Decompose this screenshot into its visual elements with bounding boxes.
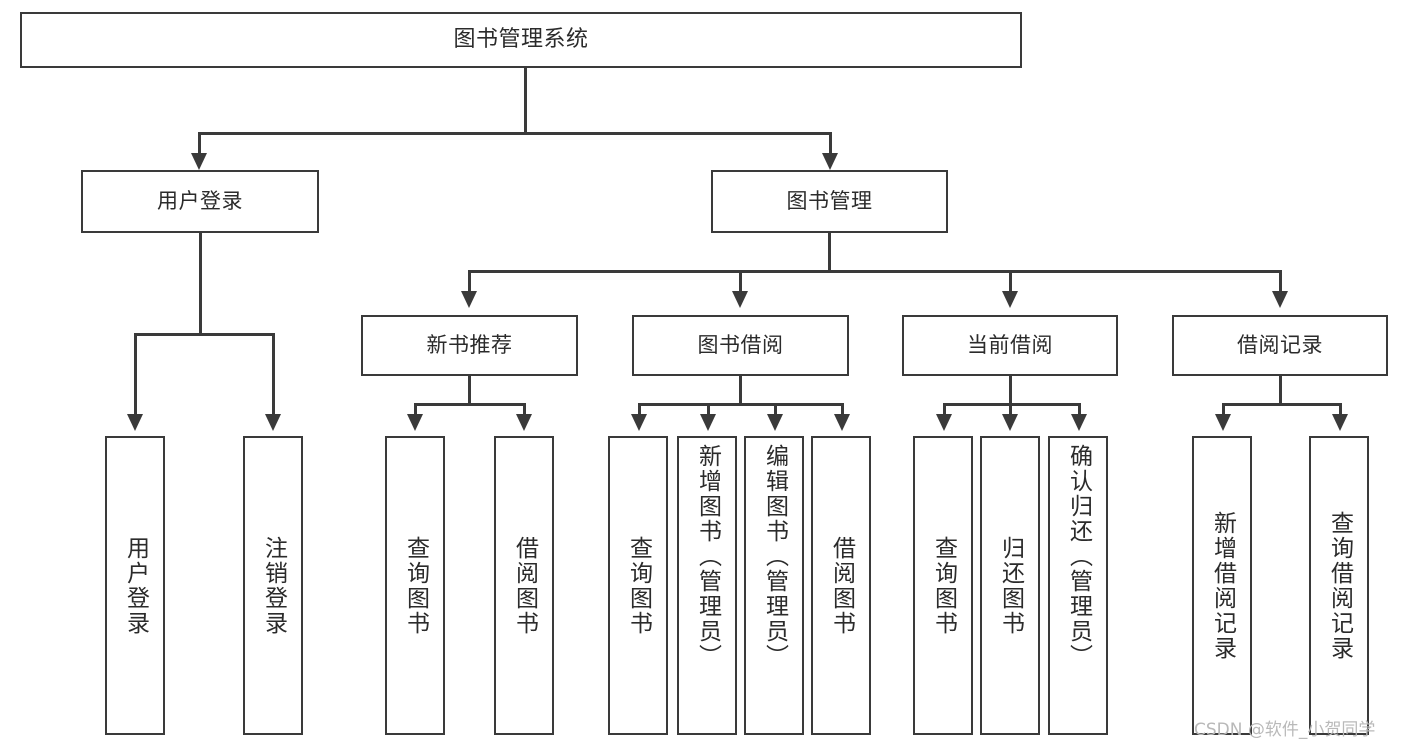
- leaf-bb-borrow-book[interactable]: 借阅图书: [811, 436, 871, 735]
- node-root-book-management-system[interactable]: 图书管理系统: [20, 12, 1022, 68]
- node-current-borrow[interactable]: 当前借阅: [902, 315, 1118, 376]
- node-label: 查询借阅记录: [1326, 510, 1353, 661]
- arrowhead-cb-leaf-2: [1002, 414, 1018, 431]
- arrowhead-bm-to-borrow-record: [1272, 291, 1288, 308]
- connector-br-bus: [1222, 403, 1340, 406]
- connector-bb-bus: [638, 403, 843, 406]
- node-label: 新增图书（管理员）: [694, 444, 721, 669]
- arrowhead-nbr-leaf-1: [407, 414, 423, 431]
- node-label: 借阅记录: [1237, 333, 1323, 358]
- arrowhead-cb-leaf-3: [1071, 414, 1087, 431]
- connector-root-to-book-management: [829, 132, 832, 156]
- node-label: 查询图书: [625, 535, 652, 636]
- node-label: 图书管理: [786, 189, 873, 214]
- leaf-cb-query-book[interactable]: 查询图书: [913, 436, 973, 735]
- connector-nbr-bus: [414, 403, 524, 406]
- arrowhead-root-to-book-management: [822, 153, 838, 170]
- connector-nbr-stem: [468, 376, 471, 405]
- connector-user-login-bus: [134, 333, 274, 336]
- connector-root-to-user-login: [198, 132, 201, 156]
- leaf-cb-confirm-return-admin[interactable]: 确认归还（管理员）: [1048, 436, 1108, 735]
- connector-cb-stem: [1009, 376, 1012, 405]
- leaf-br-add-record[interactable]: 新增借阅记录: [1192, 436, 1252, 735]
- node-label: 用户登录: [157, 189, 243, 214]
- connector-root-bus: [198, 132, 831, 135]
- connector-bm-drop-2: [739, 270, 742, 294]
- node-book-management[interactable]: 图书管理: [711, 170, 948, 233]
- leaf-user-login-login[interactable]: 用户登录: [105, 436, 165, 735]
- node-label: 借阅图书: [828, 535, 855, 636]
- connector-bb-drop-3: [774, 403, 777, 417]
- node-label: 图书管理系统: [453, 27, 589, 53]
- node-user-login[interactable]: 用户登录: [81, 170, 319, 233]
- node-label: 注销登录: [260, 535, 287, 636]
- arrowhead-bb-leaf-3: [767, 414, 783, 431]
- leaf-nbr-borrow-book[interactable]: 借阅图书: [494, 436, 554, 735]
- connector-book-management-bus: [468, 270, 1280, 273]
- node-label: 归还图书: [997, 535, 1024, 636]
- node-label: 编辑图书（管理员）: [761, 444, 788, 669]
- node-label: 新书推荐: [426, 333, 513, 358]
- connector-cb-drop-1: [943, 403, 946, 417]
- connector-bm-drop-3: [1009, 270, 1012, 294]
- node-label: 当前借阅: [967, 333, 1053, 358]
- node-new-book-recommend[interactable]: 新书推荐: [361, 315, 578, 376]
- arrowhead-bm-to-current-borrow: [1002, 291, 1018, 308]
- arrowhead-bb-leaf-2: [700, 414, 716, 431]
- node-label: 借阅图书: [511, 535, 538, 636]
- leaf-bb-query-book[interactable]: 查询图书: [608, 436, 668, 735]
- arrowhead-bb-leaf-1: [631, 414, 647, 431]
- node-label: 用户登录: [122, 535, 149, 636]
- connector-bb-drop-1: [638, 403, 641, 417]
- arrowhead-cb-leaf-1: [936, 414, 952, 431]
- connector-bb-stem: [739, 376, 742, 405]
- leaf-bb-edit-book-admin[interactable]: 编辑图书（管理员）: [744, 436, 804, 735]
- arrowhead-user-login-leaf-2: [265, 414, 281, 431]
- connector-bb-drop-2: [707, 403, 710, 417]
- leaf-bb-add-book-admin[interactable]: 新增图书（管理员）: [677, 436, 737, 735]
- node-book-borrow[interactable]: 图书借阅: [632, 315, 849, 376]
- node-borrow-record[interactable]: 借阅记录: [1172, 315, 1388, 376]
- connector-cb-drop-2: [1009, 403, 1012, 417]
- connector-nbr-drop-2: [523, 403, 526, 417]
- connector-book-management-stem: [828, 233, 831, 272]
- connector-bm-drop-1: [468, 270, 471, 294]
- connector-user-login-stem: [199, 233, 202, 335]
- arrowhead-bm-to-book-borrow: [732, 291, 748, 308]
- arrowhead-br-leaf-1: [1215, 414, 1231, 431]
- leaf-cb-return-book[interactable]: 归还图书: [980, 436, 1040, 735]
- watermark-text: CSDN @软件_小贺同学: [1194, 720, 1376, 740]
- node-label: 图书借阅: [697, 333, 784, 358]
- connector-cb-drop-3: [1078, 403, 1081, 417]
- connector-root-stem: [524, 68, 527, 134]
- connector-user-login-drop-1: [134, 333, 137, 417]
- leaf-nbr-query-book[interactable]: 查询图书: [385, 436, 445, 735]
- arrowhead-bm-to-new-book-recommend: [461, 291, 477, 308]
- connector-user-login-drop-2: [272, 333, 275, 417]
- leaf-br-query-record[interactable]: 查询借阅记录: [1309, 436, 1369, 735]
- connector-cb-bus: [943, 403, 1080, 406]
- connector-br-drop-1: [1222, 403, 1225, 417]
- leaf-user-login-logout[interactable]: 注销登录: [243, 436, 303, 735]
- connector-nbr-drop-1: [414, 403, 417, 417]
- arrowhead-br-leaf-2: [1332, 414, 1348, 431]
- connector-bm-drop-4: [1279, 270, 1282, 294]
- node-label: 查询图书: [402, 535, 429, 636]
- node-label: 查询图书: [930, 535, 957, 636]
- connector-bb-drop-4: [841, 403, 844, 417]
- arrowhead-root-to-user-login: [191, 153, 207, 170]
- arrowhead-nbr-leaf-2: [516, 414, 532, 431]
- arrowhead-user-login-leaf-1: [127, 414, 143, 431]
- node-label: 确认归还（管理员）: [1065, 444, 1092, 669]
- node-label: 新增借阅记录: [1209, 510, 1236, 661]
- connector-br-stem: [1279, 376, 1282, 405]
- arrowhead-bb-leaf-4: [834, 414, 850, 431]
- connector-br-drop-2: [1339, 403, 1342, 417]
